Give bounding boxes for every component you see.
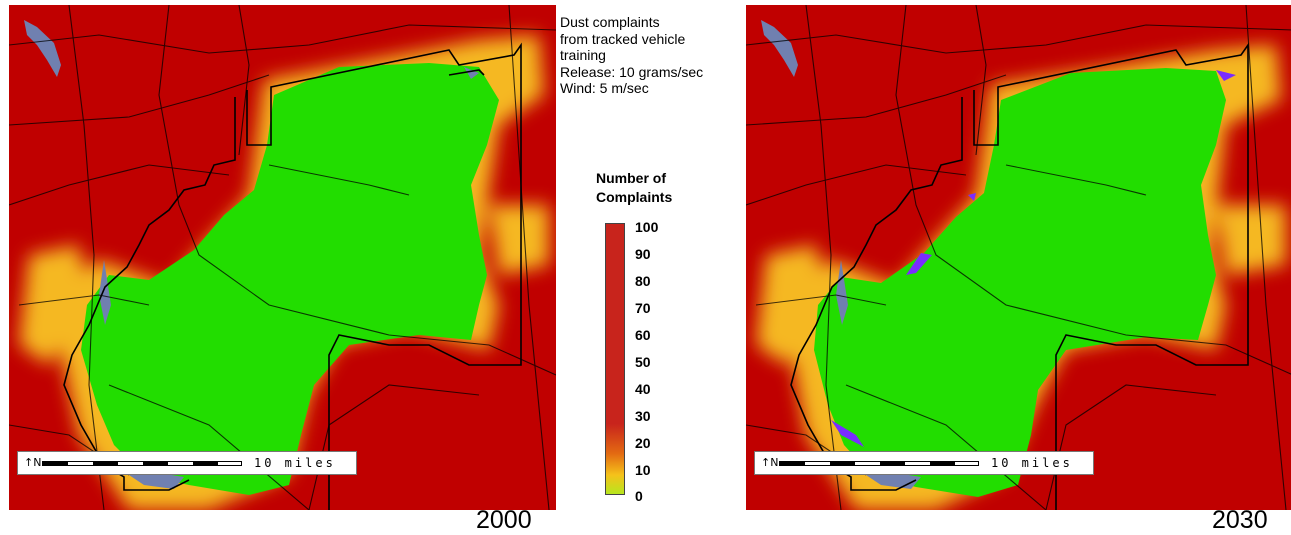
scale-bar: ↑N 10 miles (17, 451, 357, 475)
legend-tick: 40 (635, 381, 651, 397)
legend-tick: 70 (635, 300, 651, 316)
legend-tick: 30 (635, 408, 651, 424)
description-line: training (560, 47, 606, 63)
no-complaint-area (814, 68, 1226, 497)
legend-title: Number of Complaints (596, 169, 672, 207)
map-2000: ↑N 10 miles (9, 5, 556, 510)
description-line: Dust complaints (560, 14, 660, 30)
scale-bar-graphic (779, 461, 979, 466)
no-complaint-area (81, 63, 499, 495)
legend-tick: 80 (635, 273, 651, 289)
north-arrow-icon: ↑N (761, 456, 779, 469)
legend-tick: 20 (635, 435, 651, 451)
scale-label: 10 miles (991, 456, 1073, 470)
scale-label: 10 miles (254, 456, 336, 470)
legend-color-ramp (605, 223, 625, 495)
legend-tick: 0 (635, 488, 643, 504)
map-description: Dust complaints from tracked vehicle tra… (560, 14, 703, 97)
installation-boundary (63, 42, 522, 510)
legend-tick: 60 (635, 327, 651, 343)
legend-tick: 100 (635, 219, 659, 235)
scale-bar: ↑N 10 miles (754, 451, 1094, 475)
legend-title-line: Complaints (596, 189, 673, 205)
description-line: from tracked vehicle (560, 30, 686, 47)
complaint-map-2030 (746, 5, 1291, 510)
water-bodies (24, 20, 479, 489)
road-network (9, 5, 556, 510)
description-line: Release: 10 grams/sec (560, 63, 704, 80)
complaint-change-areas (831, 70, 1236, 447)
map-2030: ↑N 10 miles (746, 5, 1291, 510)
legend-tick: 50 (635, 354, 651, 370)
year-label-2000: 2000 (476, 506, 532, 534)
year-label-2030: 2030 (1212, 506, 1268, 534)
legend-tick: 10 (635, 462, 651, 478)
north-arrow-icon: ↑N (24, 456, 42, 469)
road-network (746, 5, 1291, 510)
description-line: Wind: 5 m/sec (560, 80, 649, 96)
scale-bar-graphic (42, 461, 242, 466)
installation-boundary (790, 42, 1249, 510)
complaint-map-2000 (9, 5, 556, 510)
legend-title-line: Number of (596, 170, 666, 186)
legend-tick: 90 (635, 246, 651, 262)
